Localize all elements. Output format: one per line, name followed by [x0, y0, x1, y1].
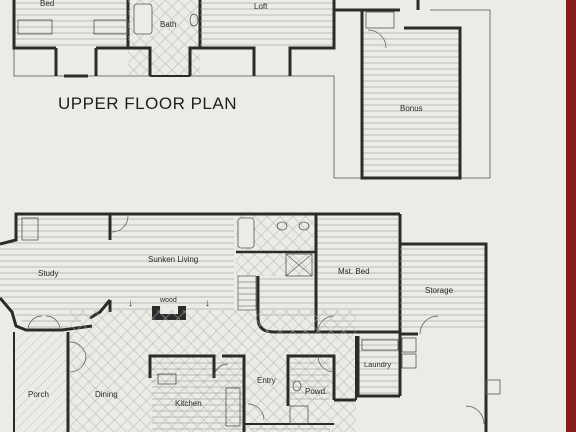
room-label-porch: Porch [28, 390, 49, 399]
arrow-down-icon-2: ↓ [205, 298, 210, 309]
room-label-mst-bed: Mst. Bed [338, 267, 370, 276]
room-label-bath: Bath [160, 20, 176, 29]
plan-title: UPPER FLOOR PLAN [58, 94, 237, 113]
lower-sunken-living: wood ↓ ↓ Sunken Living [108, 212, 236, 320]
upper-bath: Bath [128, 0, 202, 77]
upper-floor: Bed Bath Loft [12, 0, 491, 180]
frame-edge [566, 0, 576, 432]
upper-bonus: Bonus [360, 10, 462, 180]
room-label-entry: Entry [257, 376, 276, 385]
lower-storage: Storage [400, 242, 501, 432]
room-label-loft: Loft [254, 2, 268, 11]
room-label-bonus: Bonus [400, 104, 423, 113]
lower-laundry: Laundry [356, 332, 417, 398]
lower-floor: Study wood ↓ ↓ Sunken Living [0, 212, 501, 432]
lower-powder: Powd. [286, 354, 356, 425]
upper-outline [13, 0, 491, 179]
upper-bedroom: Bed [12, 0, 130, 50]
room-label-wood: wood [159, 297, 177, 304]
room-label-dining: Dining [95, 390, 118, 399]
lower-kitchen: Kitchen [148, 354, 246, 432]
room-label-laundry: Laundry [364, 360, 391, 369]
room-label-sunken-living: Sunken Living [148, 255, 198, 264]
room-label-powd: Powd. [305, 387, 327, 396]
arrow-down-icon-1: ↓ [128, 298, 133, 309]
upper-loft: Loft [200, 0, 336, 76]
room-label-study: Study [38, 269, 58, 278]
room-label-storage: Storage [425, 286, 454, 295]
room-label-bed: Bed [40, 0, 54, 8]
room-label-kitchen: Kitchen [175, 399, 202, 408]
lower-entry: Entry [244, 376, 334, 432]
lower-porch: Porch [13, 332, 70, 432]
